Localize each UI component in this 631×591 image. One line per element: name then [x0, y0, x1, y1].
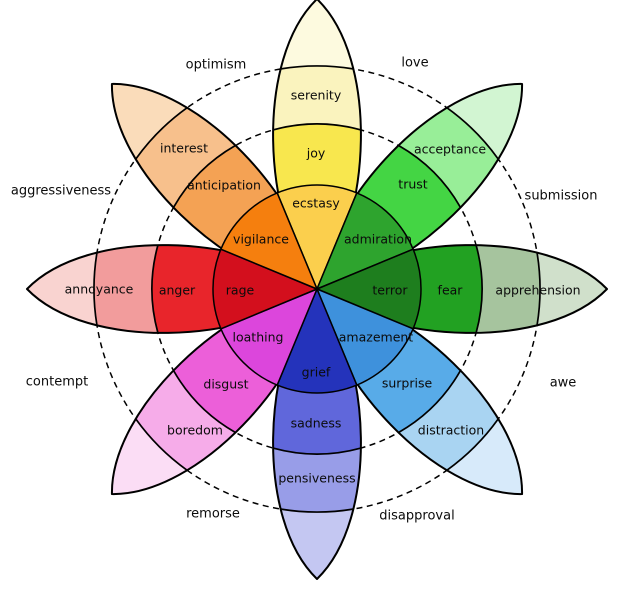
label-serenity: serenity — [291, 87, 342, 102]
label-grief: grief — [302, 364, 331, 379]
segment-boundary-inner — [172, 370, 236, 434]
label-loathing: loathing — [233, 329, 284, 344]
label-acceptance: acceptance — [414, 141, 486, 156]
segment-boundary-inner — [398, 370, 462, 434]
label-anticipation: anticipation — [187, 177, 261, 192]
wedge-vigilance — [220, 192, 318, 290]
label-amazement: amazement — [339, 329, 414, 344]
segment-boundary-outer — [280, 508, 354, 513]
dyad-label-disapproval: disapproval — [379, 509, 454, 524]
segment-boundary-inner — [475, 245, 483, 333]
segment-boundary-inner — [273, 447, 361, 455]
label-anger: anger — [159, 282, 196, 297]
segment-boundary-outer — [446, 418, 499, 471]
wedge-loathing — [220, 288, 318, 386]
label-boredom: boredom — [167, 422, 223, 437]
label-pensiveness: pensiveness — [278, 470, 355, 485]
wedge-amazement — [316, 288, 414, 386]
segment-boundary-outer — [446, 107, 499, 160]
dyad-label-contempt: contempt — [26, 375, 88, 390]
label-surprise: surprise — [382, 375, 433, 390]
wedge-grief — [276, 288, 358, 394]
dyad-label-optimism: optimism — [186, 58, 247, 73]
segment-boundary-inner — [398, 144, 462, 208]
label-distraction: distraction — [418, 422, 484, 437]
label-joy: joy — [306, 145, 326, 160]
label-terror: terror — [372, 282, 408, 297]
label-sadness: sadness — [291, 415, 342, 430]
segment-boundary-outer — [135, 107, 188, 160]
segment-boundary-outer — [280, 65, 354, 70]
segment-boundary-outer — [135, 418, 188, 471]
label-annoyance: annoyance — [65, 281, 134, 296]
label-admiration: admiration — [344, 231, 412, 246]
label-ecstasy: ecstasy — [292, 195, 340, 210]
segment-boundary-inner — [172, 144, 236, 208]
wedge-admiration — [316, 192, 414, 290]
dyad-label-awe: awe — [550, 376, 577, 391]
segment-boundary-outer — [536, 252, 541, 326]
label-fear: fear — [438, 282, 464, 297]
segment-boundary-inner — [151, 245, 159, 333]
segment-boundary-inner — [273, 123, 361, 131]
segment-boundary-outer — [93, 252, 98, 326]
dyad-label-aggressiveness: aggressiveness — [11, 184, 111, 199]
label-trust: trust — [398, 176, 427, 191]
label-disgust: disgust — [203, 376, 248, 391]
label-interest: interest — [160, 140, 208, 155]
label-apprehension: apprehension — [495, 282, 580, 297]
wedge-ecstasy — [276, 184, 358, 290]
wedge-rage — [212, 248, 318, 330]
dyad-label-love: love — [401, 56, 428, 71]
dyad-label-remorse: remorse — [186, 507, 240, 522]
dyad-label-submission: submission — [525, 189, 598, 204]
label-vigilance: vigilance — [233, 231, 289, 246]
label-rage: rage — [226, 282, 255, 297]
wedge-terror — [316, 248, 422, 330]
